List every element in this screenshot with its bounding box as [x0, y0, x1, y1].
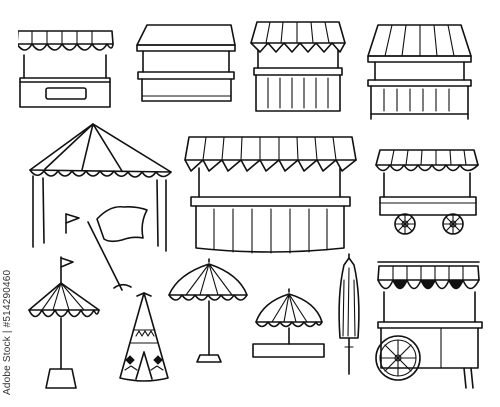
watermark-strip: Adobe Stock | #514290460: [0, 0, 18, 407]
closed-umbrella: [338, 253, 360, 375]
market-kiosk-striped-awning: [16, 30, 114, 108]
beach-umbrella-with-flag: [28, 256, 100, 389]
pennant-flag-small: [65, 213, 80, 234]
tipi-tent: [119, 292, 169, 382]
canopy-tent: [29, 123, 172, 252]
waving-flag-on-pole: [87, 205, 148, 291]
umbrella-over-bench: [252, 288, 325, 358]
food-cart-striped-awning: [375, 149, 479, 235]
watermark-text: Adobe Stock | #514290460: [2, 269, 13, 395]
market-stall-scalloped-canopy: [250, 21, 346, 112]
market-stand-plain-roof: [136, 24, 236, 102]
scalloped-parasol: [168, 258, 248, 363]
wooden-counter-stall-large: [184, 136, 357, 254]
vendor-cart-big-wheel: [375, 261, 483, 389]
wooden-stall-striped-roof: [367, 24, 472, 120]
